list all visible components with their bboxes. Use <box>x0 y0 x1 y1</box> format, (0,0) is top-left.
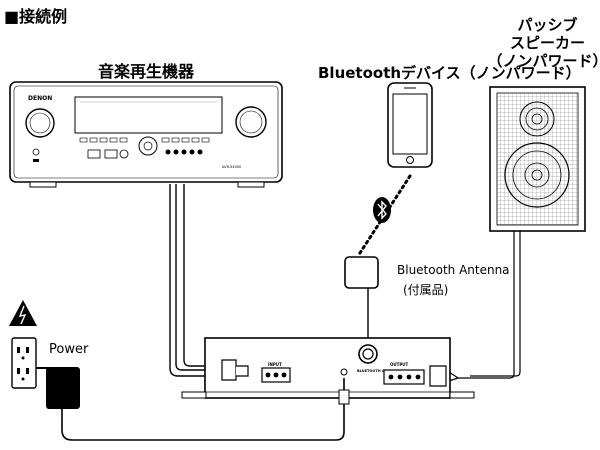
receiver-brand: DENON <box>28 95 52 102</box>
high-voltage-warning-icon <box>9 300 37 326</box>
receiver-cables <box>169 184 222 377</box>
wall-outlet-icon <box>11 337 37 389</box>
speaker-label-line2: スピーカー <box>509 34 585 52</box>
receiver-model: AVR-X4000 <box>222 165 241 169</box>
bluetooth-icon <box>373 197 391 223</box>
page-title: ■接続例 <box>4 7 68 26</box>
amp-output-label: OUTPUT <box>390 362 409 367</box>
power-adapter <box>36 367 80 409</box>
amp-bt-antenna-label: BLUETOOTH ANTENNA <box>357 369 401 373</box>
speaker-label-line1: パッシブ <box>517 16 578 34</box>
bluetooth-antenna <box>344 256 379 346</box>
speaker-cables <box>445 231 521 383</box>
receiver-label: 音楽再生機器 <box>98 62 195 81</box>
bluetooth-amplifier: INPUT BLUETOOTH ANTENNA OUTPUT <box>181 337 475 399</box>
antenna-label-line2: (付属品) <box>403 283 449 297</box>
av-receiver: DENON AVR-X4000 <box>9 81 283 188</box>
power-cable <box>61 378 345 441</box>
smartphone <box>387 82 433 168</box>
bluetooth-device-label: Bluetoothデバイス（ノンパワード） <box>318 64 581 82</box>
power-label: Power <box>49 342 89 357</box>
amp-input-label: INPUT <box>268 362 282 367</box>
antenna-label-line1: Bluetooth Antenna <box>397 263 510 277</box>
passive-speaker <box>489 86 586 232</box>
speaker-label-line3: （ノンパワード） <box>487 52 600 70</box>
